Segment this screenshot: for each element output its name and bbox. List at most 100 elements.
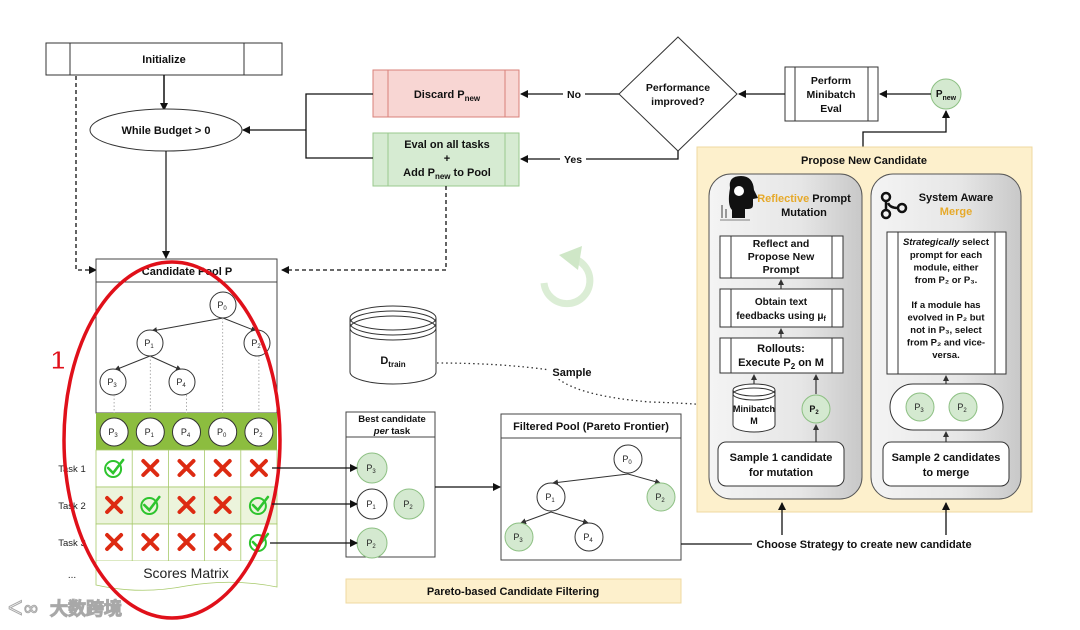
task-ellipsis: ...	[68, 570, 76, 581]
svg-text:P2: P2	[403, 499, 413, 511]
cross-icon	[177, 459, 196, 477]
svg-text:P1: P1	[366, 499, 376, 511]
merge-card: System Aware Merge Strategically select …	[870, 173, 1022, 500]
propose-panel: Propose New Candidate Reflective Prompt …	[696, 146, 1033, 513]
check-icon	[248, 495, 270, 515]
svg-text:P1: P1	[545, 492, 555, 504]
tree-edge	[520, 511, 552, 525]
while-budget-node: While Budget > 0	[89, 108, 243, 152]
svg-text:Pnew: Pnew	[936, 89, 957, 102]
best-node-p3: P3	[356, 452, 388, 484]
svg-text:Obtain text: Obtain text	[755, 297, 808, 308]
sample-label: Sample	[552, 367, 591, 379]
svg-text:Perform: Perform	[811, 75, 851, 87]
scores-matrix-footer	[95, 561, 278, 591]
svg-text:P0: P0	[217, 427, 227, 439]
reflective-accent: Reflective	[757, 193, 809, 205]
svg-text:P2: P2	[251, 338, 261, 350]
tree-edge	[552, 473, 629, 486]
filtered-node-p1: P1	[536, 482, 566, 512]
cross-icon	[249, 459, 268, 477]
svg-text:Strategically select: Strategically select	[903, 237, 990, 248]
merge-candidates-pill: P3 P2	[889, 383, 1004, 431]
decision-line1: Performance	[646, 82, 710, 94]
tree-edge	[627, 473, 661, 485]
loop-icon	[540, 246, 594, 308]
head-gear-icon	[720, 176, 758, 221]
eval-line3: Add P	[403, 167, 435, 179]
highlight-ellipse	[62, 260, 282, 620]
decision-line2: improved?	[651, 96, 705, 108]
matrix-column-p3: P3	[99, 417, 129, 447]
yes-label: Yes	[564, 154, 582, 166]
merge-node-p2: P2	[948, 392, 978, 422]
merge-text-line: from P₂ or P₃.	[915, 275, 977, 286]
eval-line1: Eval on all tasks	[404, 139, 490, 151]
svg-text:P3: P3	[366, 463, 376, 475]
best-node-p1: P1	[356, 488, 388, 520]
tree-edge	[151, 317, 224, 334]
candidate-pool-title: Candidate Pool P	[142, 266, 232, 278]
task-label: Task 1	[58, 464, 85, 475]
svg-text:Reflect and: Reflect and	[753, 238, 810, 250]
eval-add-box: Eval on all tasks + Add Pnew to Pool	[372, 132, 520, 187]
check-icon	[140, 495, 161, 515]
scores-matrix-label: Scores Matrix	[143, 565, 229, 581]
svg-text:P3: P3	[107, 377, 117, 389]
cross-icon	[141, 459, 160, 477]
performance-decision: Performance improved?	[618, 36, 738, 152]
svg-text:to merge: to merge	[923, 467, 969, 479]
svg-text:P2: P2	[957, 402, 967, 414]
step-reflect-box: Reflect and Propose New Prompt	[719, 235, 844, 279]
svg-text:Mutation: Mutation	[781, 207, 827, 219]
svg-text:P4: P4	[181, 427, 191, 439]
cross-icon	[213, 459, 232, 477]
filtered-pool-title: Filtered Pool (Pareto Frontier)	[513, 421, 669, 433]
svg-text:for mutation: for mutation	[749, 467, 813, 479]
mutation-candidate-node: P2	[801, 394, 831, 424]
svg-text:P1: P1	[144, 338, 154, 350]
merge-text-line: module, either	[914, 263, 979, 274]
svg-text:Reflective Prompt: Reflective Prompt	[757, 193, 851, 205]
cross-icon	[141, 533, 160, 551]
choose-strategy-label: Choose Strategy to create new candidate	[756, 539, 971, 551]
step-rollouts-box: Rollouts: Execute P2 on M	[719, 337, 844, 374]
svg-text:Sample 2 candidates: Sample 2 candidates	[892, 452, 1001, 464]
eval-line2: +	[444, 153, 450, 165]
svg-text:Propose New: Propose New	[748, 251, 815, 263]
pareto-label-box: Pareto-based Candidate Filtering	[345, 578, 682, 604]
svg-text:Dtrain: Dtrain	[380, 355, 405, 369]
svg-text:P2: P2	[253, 427, 263, 439]
svg-text:P0: P0	[217, 300, 227, 312]
sample-mutation-box: Sample 1 candidate for mutation	[717, 441, 845, 487]
cross-icon	[213, 496, 232, 514]
svg-text:P3: P3	[513, 532, 523, 544]
pool-node-p1: P1	[136, 329, 164, 357]
svg-text:Sample 1 candidate: Sample 1 candidate	[730, 452, 833, 464]
dtrain-database: Dtrain	[349, 305, 437, 385]
matrix-column-p1: P1	[135, 417, 165, 447]
svg-text:P2: P2	[809, 404, 819, 416]
matrix-column-p2: P2	[244, 417, 274, 447]
discard-label: Discard P	[414, 89, 465, 101]
watermark-text: 大数跨境	[50, 598, 122, 620]
watermark-logo-icon: ᐸ∞	[8, 596, 39, 620]
svg-text:per task: per task	[373, 426, 411, 437]
cross-icon	[213, 533, 232, 551]
merge-node-p3: P3	[905, 392, 935, 422]
svg-text:Prompt: Prompt	[763, 264, 800, 276]
check-icon	[104, 458, 125, 478]
svg-text:P1: P1	[145, 427, 155, 439]
svg-text:Rollouts:: Rollouts:	[757, 343, 805, 355]
sample-merge-box: Sample 2 candidates to merge	[882, 441, 1010, 487]
merge-text-line: prompt for each	[910, 250, 983, 261]
filtered-node-p2: P2	[646, 482, 676, 512]
svg-text:Minibatch: Minibatch	[807, 89, 856, 101]
